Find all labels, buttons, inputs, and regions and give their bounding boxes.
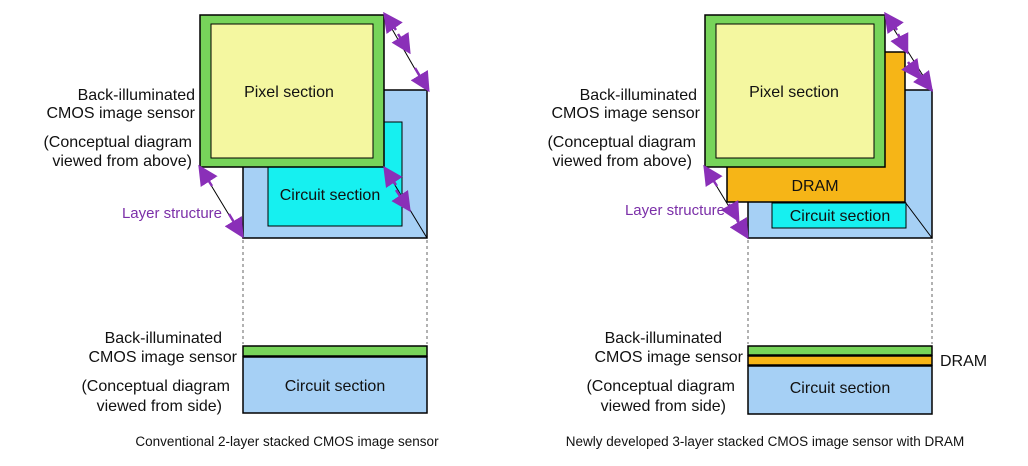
- right-top-label-4: viewed from above): [552, 153, 692, 170]
- left-arrow-mid-a: [383, 165, 403, 189]
- left-side-label-4: viewed from side): [97, 398, 222, 415]
- right-side-label-1: Back-illuminated: [605, 330, 722, 347]
- right-side-label-3: (Conceptual diagram: [586, 378, 735, 395]
- left-arrow-mid-b: [391, 189, 411, 213]
- right-caption: Newly developed 3-layer stacked CMOS ima…: [566, 434, 964, 449]
- right-circuit-section-box: [771, 202, 907, 229]
- right-side-label-2: CMOS image sensor: [595, 349, 744, 366]
- right-arrow-top-a: [884, 11, 904, 35]
- right-top-label-1: Back-illuminated: [580, 87, 697, 104]
- left-caption: Conventional 2-layer stacked CMOS image …: [135, 434, 439, 449]
- right-side-pixel-layer: [747, 345, 933, 356]
- left-arrow-top-c: [410, 67, 430, 93]
- left-arrow-top-a: [383, 11, 403, 35]
- left-pixel-section-label: Pixel section: [244, 84, 334, 101]
- right-side-circuit-layer: [747, 365, 933, 415]
- left-side-label-2: CMOS image sensor: [89, 349, 238, 366]
- right-edge-line-mid: [904, 201, 933, 239]
- left-circuit-section-label: Circuit section: [280, 187, 380, 204]
- left-top-label-3: (Conceptual diagram: [43, 134, 192, 151]
- left-side-pixel-layer: [242, 345, 428, 357]
- right-arrow-bl-b: [720, 200, 740, 223]
- right-top-label-2: CMOS image sensor: [552, 105, 701, 122]
- left-pixel-section-box: [210, 23, 374, 159]
- right-side-dram-layer: [747, 355, 933, 366]
- right-circuit-section-label: Circuit section: [790, 208, 890, 225]
- left-top-label-1: Back-illuminated: [78, 87, 195, 104]
- right-side-label-4: viewed from side): [601, 398, 726, 415]
- left-arrow-bl-a: [198, 164, 218, 188]
- right-top-label-3: (Conceptual diagram: [547, 134, 696, 151]
- left-top-label-2: CMOS image sensor: [47, 105, 196, 122]
- right-dram-label: DRAM: [791, 178, 838, 195]
- right-pixel-section-box: [715, 23, 875, 159]
- left-arrow-bl-b: [224, 213, 244, 239]
- right-arrow-top-d: [913, 70, 933, 92]
- left-top-label-4: viewed from above): [52, 153, 192, 170]
- left-diagram: Circuit section Pixel section Layer stru…: [43, 11, 439, 449]
- right-side-dram-label: DRAM: [940, 353, 987, 370]
- left-side-circuit-label: Circuit section: [285, 378, 385, 395]
- right-arrow-bl-c: [729, 216, 749, 240]
- right-arrow-top-b: [890, 32, 909, 55]
- left-side-label-1: Back-illuminated: [105, 330, 222, 347]
- left-layer-structure-label: Layer structure: [122, 205, 222, 222]
- left-arrow-top-b: [391, 31, 411, 55]
- left-side-circuit-layer: [242, 356, 428, 414]
- right-arrow-top-c: [901, 57, 921, 81]
- right-side-circuit-label: Circuit section: [790, 380, 890, 397]
- right-arrow-bl-a: [703, 164, 723, 188]
- right-layer-structure-label: Layer structure: [625, 202, 725, 219]
- right-pixel-section-label: Pixel section: [749, 84, 839, 101]
- right-diagram: Circuit section DRAM Pixel section Layer…: [547, 11, 987, 449]
- left-side-label-3: (Conceptual diagram: [81, 378, 230, 395]
